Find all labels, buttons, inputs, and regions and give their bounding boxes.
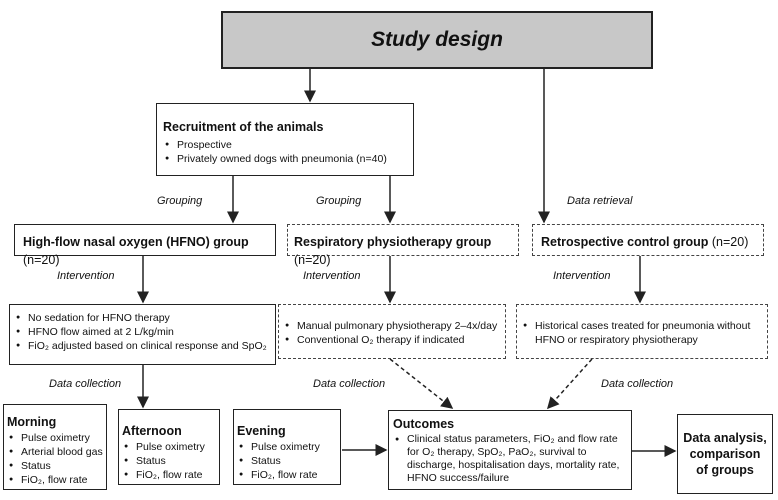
label-data-collection-2: Data collection bbox=[313, 378, 386, 390]
afternoon-item: Pulse oximetry bbox=[122, 440, 219, 454]
control-group-n: (n=20) bbox=[711, 235, 749, 249]
physio-group-name: Respiratory physiotherapy group bbox=[294, 235, 492, 249]
evening-item: Pulse oximetry bbox=[237, 440, 340, 454]
physio-group-box: Respiratory physiotherapy group (n=20) bbox=[287, 224, 519, 267]
recruitment-item: Prospective bbox=[163, 138, 413, 152]
control-group-name: Retrospective control group bbox=[541, 235, 709, 249]
evening-heading: Evening bbox=[237, 424, 286, 438]
morning-item: FiO₂, flow rate bbox=[7, 473, 106, 487]
morning-item: Arterial blood gas bbox=[7, 445, 106, 459]
label-grouping-1: Grouping bbox=[157, 195, 203, 207]
evening-item: FiO₂, flow rate bbox=[237, 468, 340, 482]
hfno-group-n: (n=20) bbox=[23, 253, 60, 267]
arrow-physio-outcomes bbox=[389, 358, 454, 409]
physio-intervention-box: Manual pulmonary physiotherapy 2–4x/day … bbox=[278, 304, 506, 359]
hfno-group-box: High-flow nasal oxygen (HFNO) group (n=2… bbox=[14, 224, 276, 267]
evening-box: Evening Pulse oximetry Status FiO₂, flow… bbox=[233, 409, 341, 485]
page-title: Study design bbox=[371, 28, 503, 51]
label-data-collection-1: Data collection bbox=[49, 378, 122, 390]
control-intervention-item: Historical cases treated for pneumonia w… bbox=[521, 319, 763, 347]
control-intervention-box: Historical cases treated for pneumonia w… bbox=[516, 304, 768, 359]
afternoon-box: Afternoon Pulse oximetry Status FiO₂, fl… bbox=[118, 409, 220, 485]
hfno-group-name: High-flow nasal oxygen (HFNO) group bbox=[23, 235, 249, 249]
evening-item: Status bbox=[237, 454, 340, 468]
label-data-collection-3: Data collection bbox=[601, 378, 674, 390]
recruitment-heading: Recruitment of the animals bbox=[163, 120, 324, 134]
label-intervention-3: Intervention bbox=[553, 270, 611, 282]
hfno-intervention-item: FiO₂ adjusted based on clinical response… bbox=[14, 339, 275, 353]
outcomes-heading: Outcomes bbox=[393, 417, 455, 431]
afternoon-item: FiO₂, flow rate bbox=[122, 468, 219, 482]
physio-intervention-item: Conventional O₂ therapy if indicated bbox=[283, 333, 505, 347]
label-intervention-2: Intervention bbox=[303, 270, 361, 282]
physio-intervention-item: Manual pulmonary physiotherapy 2–4x/day bbox=[283, 319, 505, 333]
hfno-intervention-item: No sedation for HFNO therapy bbox=[14, 311, 275, 325]
analysis-label: Data analysis, comparison of groups bbox=[683, 431, 767, 477]
analysis-box: Data analysis, comparison of groups bbox=[677, 414, 773, 494]
hfno-intervention-item: HFNO flow aimed at 2 L/kg/min bbox=[14, 325, 275, 339]
study-design-title-box: Study design bbox=[221, 11, 653, 69]
label-intervention-1: Intervention bbox=[57, 270, 115, 282]
recruitment-box: Recruitment of the animals Prospective P… bbox=[156, 103, 414, 176]
physio-group-n: (n=20) bbox=[294, 253, 331, 267]
outcomes-item: Clinical status parameters, FiO₂ and flo… bbox=[393, 433, 627, 485]
arrow-control-outcomes bbox=[546, 358, 593, 410]
afternoon-item: Status bbox=[122, 454, 219, 468]
hfno-intervention-box: No sedation for HFNO therapy HFNO flow a… bbox=[9, 304, 276, 365]
control-group-box: Retrospective control group (n=20) bbox=[532, 224, 764, 256]
recruitment-item: Privately owned dogs with pneumonia (n=4… bbox=[163, 152, 413, 166]
morning-item: Pulse oximetry bbox=[7, 431, 106, 445]
morning-box: Morning Pulse oximetry Arterial blood ga… bbox=[3, 404, 107, 490]
label-grouping-2: Grouping bbox=[316, 195, 362, 207]
outcomes-box: Outcomes Clinical status parameters, FiO… bbox=[388, 410, 632, 490]
morning-item: Status bbox=[7, 459, 106, 473]
morning-heading: Morning bbox=[7, 415, 57, 429]
label-data-retrieval: Data retrieval bbox=[567, 195, 633, 207]
afternoon-heading: Afternoon bbox=[122, 424, 182, 438]
